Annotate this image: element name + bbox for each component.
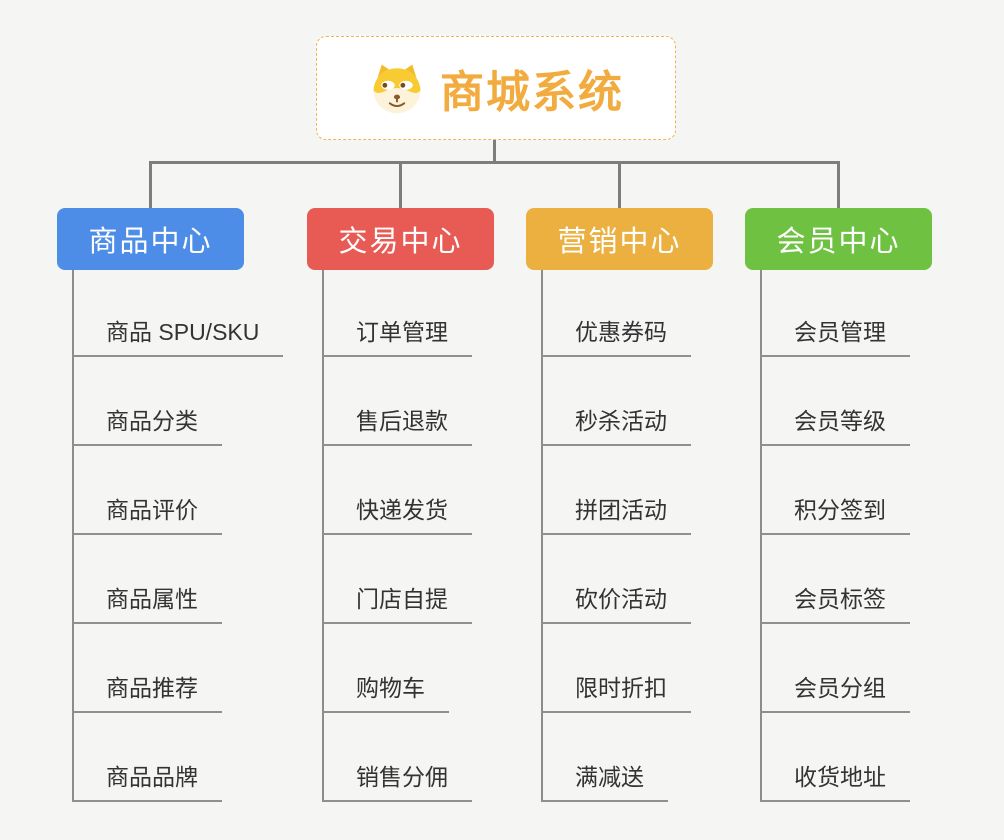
leaf-node[interactable]: 会员分组 bbox=[760, 672, 910, 713]
column-line-connector bbox=[322, 270, 324, 802]
leaf-node[interactable]: 会员等级 bbox=[760, 405, 910, 446]
leaf-node[interactable]: 销售分佣 bbox=[322, 761, 472, 802]
branch-node[interactable]: 商品中心 bbox=[57, 208, 244, 270]
leaf-node[interactable]: 商品 SPU/SKU bbox=[72, 316, 284, 357]
branch-node[interactable]: 会员中心 bbox=[745, 208, 932, 270]
trunk-horizontal-connector bbox=[149, 161, 840, 164]
leaf-node[interactable]: 拼团活动 bbox=[541, 494, 691, 535]
leaf-node[interactable]: 商品分类 bbox=[72, 405, 222, 446]
branch-node[interactable]: 交易中心 bbox=[307, 208, 494, 270]
leaf-node[interactable]: 会员管理 bbox=[760, 316, 910, 357]
leaf-node[interactable]: 优惠券码 bbox=[541, 316, 691, 357]
leaf-node[interactable]: 会员标签 bbox=[760, 583, 910, 624]
leaf-node[interactable]: 商品推荐 bbox=[72, 672, 222, 713]
root-node[interactable]: 商城系统 bbox=[316, 36, 676, 140]
leaf-node[interactable]: 积分签到 bbox=[760, 494, 910, 535]
root-title: 商城系统 bbox=[440, 68, 624, 117]
root-stub-connector bbox=[493, 140, 496, 164]
branch-node[interactable]: 营销中心 bbox=[526, 208, 713, 270]
branch-stub-connector bbox=[837, 163, 840, 208]
leaf-node[interactable]: 商品品牌 bbox=[72, 761, 222, 802]
leaf-node[interactable]: 购物车 bbox=[322, 672, 449, 713]
column-line-connector bbox=[760, 270, 762, 802]
column-line-connector bbox=[541, 270, 543, 802]
branch-stub-connector bbox=[149, 163, 152, 208]
leaf-node[interactable]: 售后退款 bbox=[322, 405, 472, 446]
branch-stub-connector bbox=[399, 163, 402, 208]
leaf-node[interactable]: 秒杀活动 bbox=[541, 405, 691, 446]
branch-stub-connector bbox=[618, 163, 621, 208]
leaf-node[interactable]: 限时折扣 bbox=[541, 672, 691, 713]
leaf-node[interactable]: 商品评价 bbox=[72, 494, 222, 535]
dog-face-icon bbox=[373, 64, 421, 114]
leaf-node[interactable]: 收货地址 bbox=[760, 761, 910, 802]
column-line-connector bbox=[72, 270, 74, 802]
leaf-node[interactable]: 满减送 bbox=[541, 761, 668, 802]
leaf-node[interactable]: 商品属性 bbox=[72, 583, 222, 624]
leaf-node[interactable]: 门店自提 bbox=[322, 583, 472, 624]
leaf-node[interactable]: 订单管理 bbox=[322, 316, 472, 357]
leaf-node[interactable]: 快递发货 bbox=[322, 494, 472, 535]
leaf-node[interactable]: 砍价活动 bbox=[541, 583, 691, 624]
